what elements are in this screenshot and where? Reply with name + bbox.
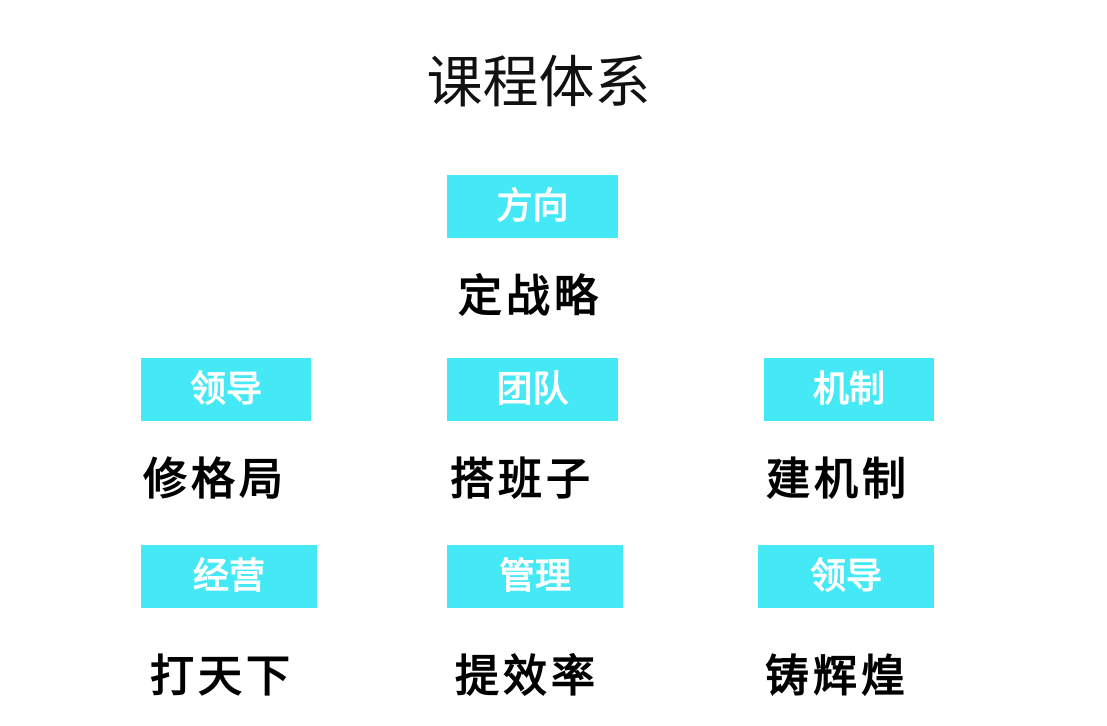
label-efficiency: 提效率 bbox=[455, 651, 599, 702]
tag-team: 团队 bbox=[447, 358, 618, 421]
label-glory: 铸辉煌 bbox=[765, 651, 909, 702]
tag-mechanism: 机制 bbox=[764, 358, 934, 421]
label-mechanism: 建机制 bbox=[766, 454, 910, 505]
tag-direction: 方向 bbox=[447, 175, 618, 238]
tag-management: 管理 bbox=[447, 545, 623, 608]
label-team: 搭班子 bbox=[450, 454, 594, 505]
label-conquer: 打天下 bbox=[150, 651, 294, 702]
label-pattern: 修格局 bbox=[143, 454, 287, 505]
tag-leadership: 领导 bbox=[141, 358, 311, 421]
label-strategy: 定战略 bbox=[458, 271, 602, 322]
tag-leadership-2: 领导 bbox=[758, 545, 934, 608]
tag-operation: 经营 bbox=[141, 545, 317, 608]
page-title: 课程体系 bbox=[426, 51, 651, 116]
